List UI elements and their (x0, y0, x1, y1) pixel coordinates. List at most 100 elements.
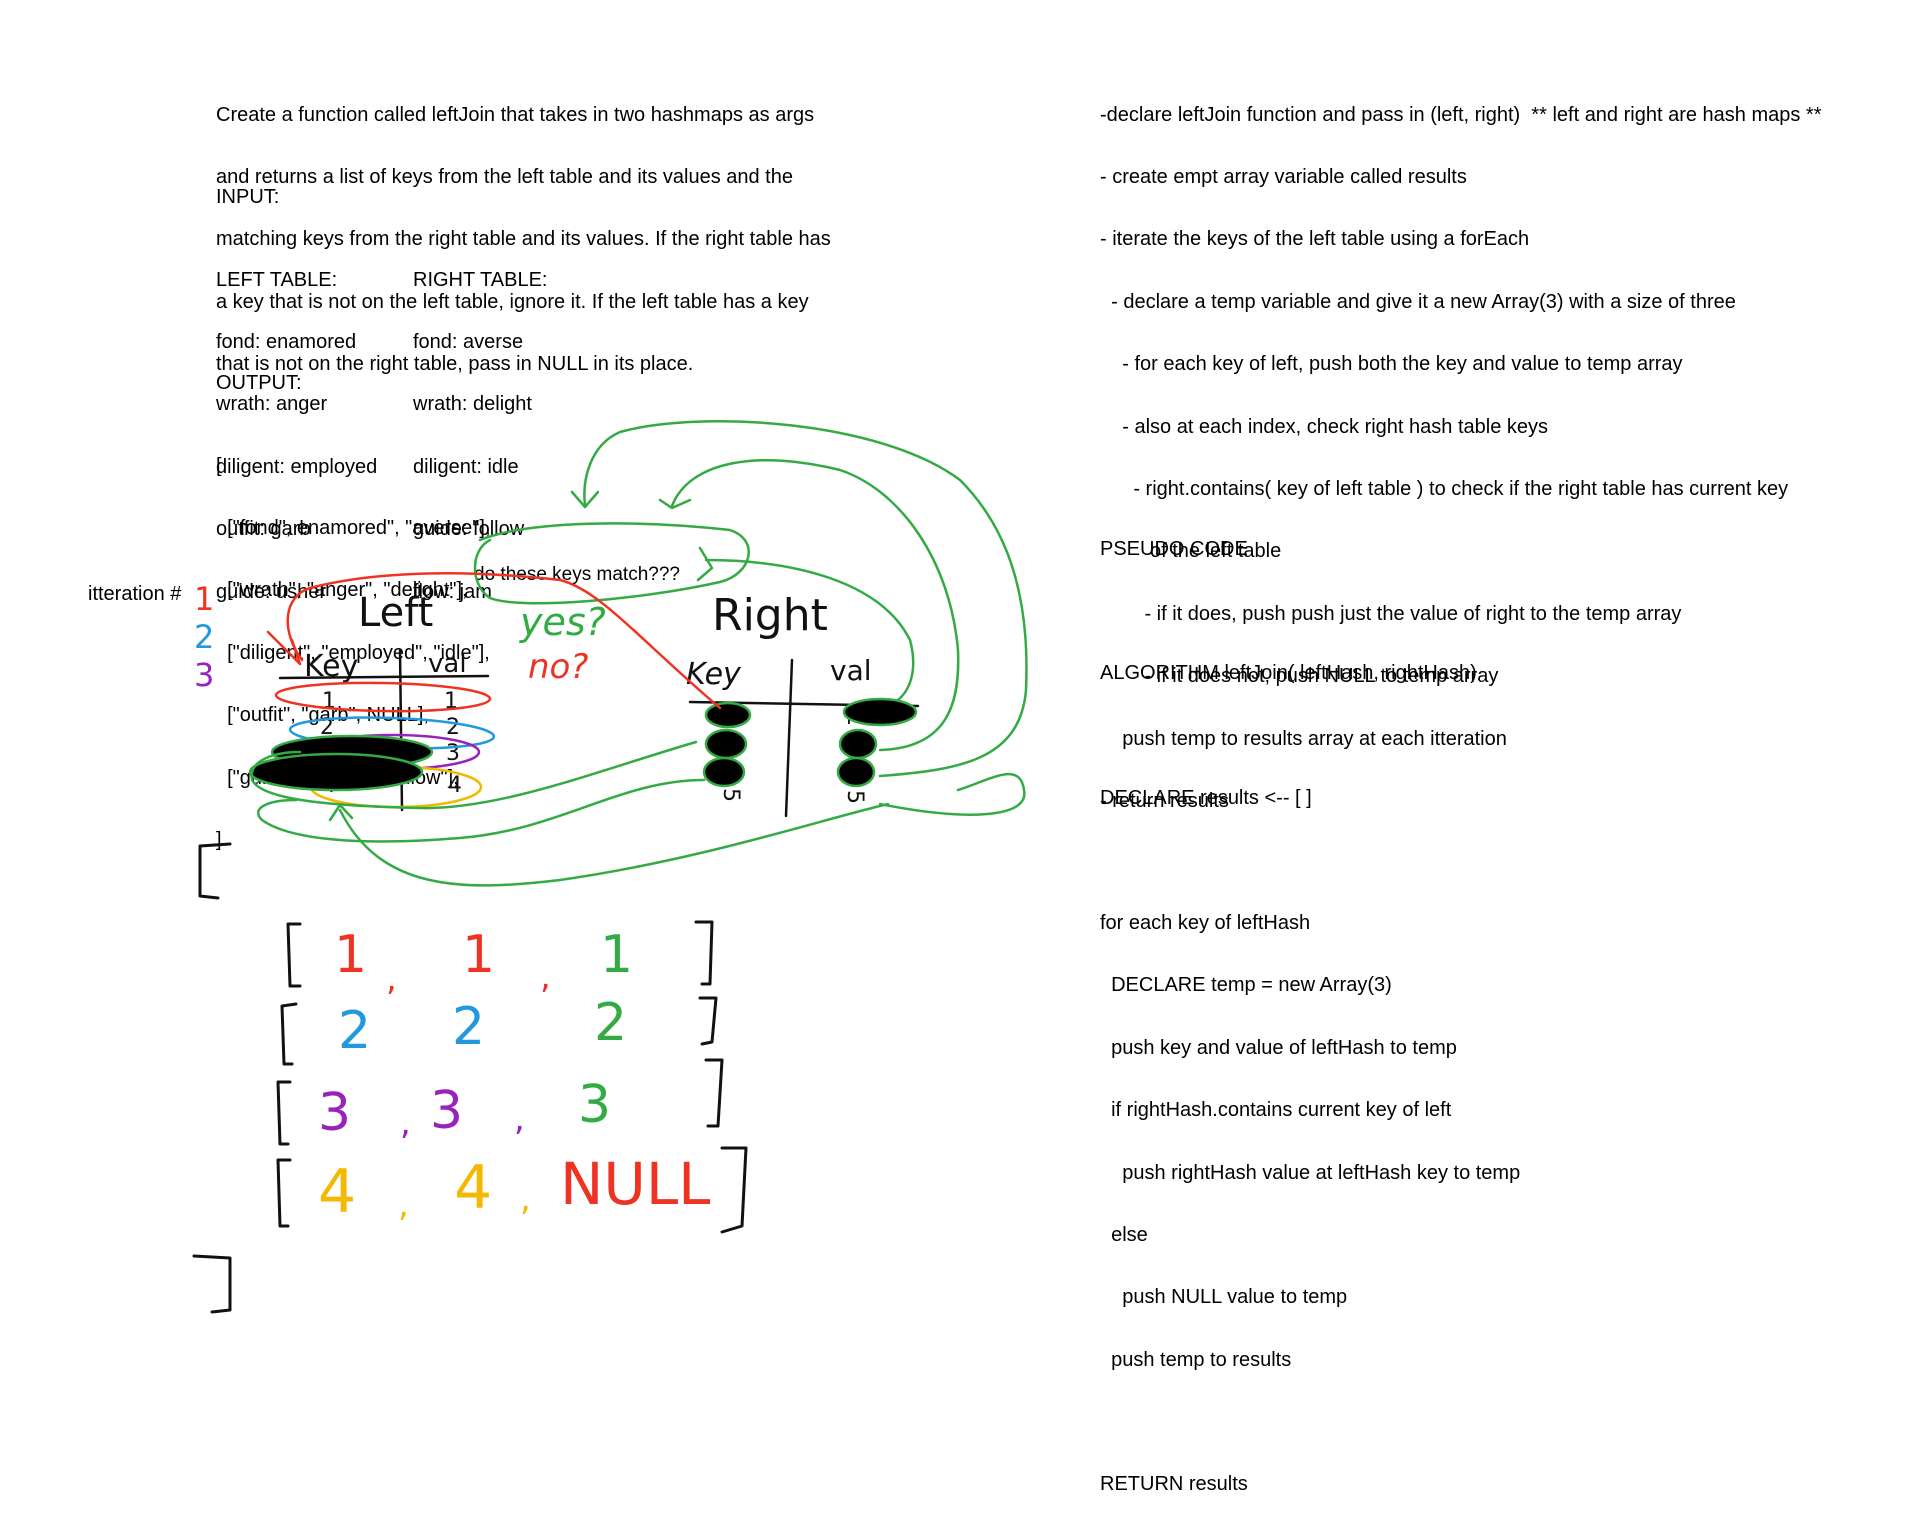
iteration-1-highlight (274, 681, 492, 713)
output-line: ["wrath", "anger", "delight"], (216, 579, 468, 602)
left-row-loop (248, 752, 424, 792)
result-row-1-right: 1 (600, 925, 633, 985)
result-row-4-val: 4 (454, 1153, 492, 1223)
result-row-2-key: 2 (338, 1001, 371, 1061)
approach-line: - if it does not, push NULL to temp arra… (1100, 665, 1499, 688)
approach-line: - declare a temp variable and give it a … (1100, 290, 1736, 313)
left-table-row: outfit: garb (216, 518, 311, 541)
row-4-open-bracket (276, 1158, 292, 1228)
row-2-close-bracket (698, 996, 718, 1046)
approach-line: - for each key of left, push both the ke… (1100, 353, 1683, 376)
iteration-label: itteration # (88, 583, 182, 605)
pseudocode-line: push key and value of leftHash to temp (1100, 1036, 1457, 1059)
approach-line: -declare leftJoin function and pass in (… (1100, 103, 1822, 126)
right-val-loop (838, 728, 878, 760)
result-comma: , (386, 959, 397, 999)
iteration-number-1: 1 (194, 580, 214, 618)
result-row-3-key: 3 (318, 1083, 351, 1143)
left-table-listing: LEFT TABLE: fond: enamored wrath: anger … (216, 228, 377, 623)
right-key-loop (704, 728, 748, 760)
no-match-path (266, 572, 722, 710)
result-comma: , (520, 1179, 531, 1219)
arc-to-top-arrowhead (570, 490, 600, 509)
row-4-close-bracket (720, 1146, 748, 1234)
outer-open-bracket (198, 842, 232, 900)
pseudocode-line: for each key of leftHash (1100, 911, 1311, 934)
statement-line: and returns a list of keys from the left… (216, 165, 793, 188)
output-line: ["fond", enamored", "averse"], (216, 516, 491, 539)
left-val-cell: 2 (446, 715, 460, 740)
result-matrix (192, 842, 748, 1314)
left-table-row: diligent: employed (216, 455, 378, 478)
approach-line: - right.contains( key of left table ) to… (1100, 477, 1789, 500)
result-comma: , (540, 957, 551, 997)
left-val-header: val (428, 649, 467, 679)
approach-line: - create empt array variable called resu… (1100, 165, 1467, 188)
statement-line: that is not on the right table, pass in … (216, 353, 694, 376)
pseudocode: PSEUDO CODE ALGORITHM leftJoin( leftHash… (1100, 497, 1520, 1516)
problem-statement: Create a function called leftJoin that t… (216, 63, 831, 396)
result-row-4-right: NULL (560, 1150, 710, 1218)
lower-loop-1 (250, 740, 698, 810)
lower-loop-arrowhead (328, 803, 354, 822)
result-row-2-right: 2 (594, 993, 627, 1053)
iteration-number-3: 3 (194, 656, 214, 694)
statement-line: Create a function called leftJoin that t… (216, 103, 815, 126)
left-table-row: fond: enamored (216, 330, 357, 353)
left-table-row: wrath: anger (216, 393, 328, 416)
result-row-3-val: 3 (430, 1081, 463, 1141)
arc-to-top (583, 420, 1028, 778)
left-key-header: Key (304, 649, 358, 684)
right-key-loop (704, 701, 752, 729)
match-arrows (248, 420, 1028, 887)
pseudocode-line: DECLARE results <-- [ ] (1100, 787, 1312, 810)
question-arrowhead (696, 546, 714, 582)
right-val-cell: 5 (842, 790, 867, 804)
output-line: [ (216, 454, 222, 477)
left-key-cell: 1 (322, 689, 336, 714)
right-val-loop (836, 756, 876, 788)
row-2-open-bracket (280, 1002, 298, 1066)
right-val-loop (842, 697, 918, 727)
row-1-close-bracket (694, 920, 714, 986)
left-key-cell: 2 (320, 715, 334, 740)
question-to-right (704, 558, 915, 702)
outer-close-bracket (192, 1254, 232, 1314)
approach-line: - if it does, push push just the value o… (1100, 602, 1682, 625)
pseudocode-line: ALGORITHM leftJoin( leftHash, rightHash) (1100, 662, 1477, 685)
keys-match-question: do these keys match??? (474, 564, 680, 585)
pseudocode-line: else (1100, 1223, 1148, 1246)
approach-line: - return results (1100, 789, 1229, 812)
row-3-close-bracket (704, 1058, 724, 1128)
pseudocode-line: if rightHash.contains current key of lef… (1100, 1099, 1452, 1122)
output-line: ] (216, 828, 222, 851)
right-val-header: val (830, 654, 872, 687)
output-label: OUTPUT: (216, 372, 302, 394)
left-val-cell: 4 (448, 773, 462, 798)
join-sketch: itteration # 1 2 3 do these keys match??… (88, 420, 1028, 1314)
input-label: INPUT: (216, 186, 280, 208)
pseudocode-line: DECLARE temp = new Array(3) (1100, 974, 1392, 997)
approach-line: push temp to results array at each itter… (1100, 727, 1507, 750)
right-table-row: flow: jam (413, 580, 492, 603)
iteration-number-2: 2 (194, 618, 214, 656)
result-row-1-key: 1 (334, 925, 367, 985)
pseudocode-line: push rightHash value at leftHash key to … (1100, 1161, 1521, 1184)
statement-line: a key that is not on the left table, ign… (216, 290, 809, 313)
right-key-cell: 5 (718, 788, 743, 802)
lower-loop-2 (257, 778, 706, 843)
right-table-row: fond: averse (413, 330, 524, 353)
result-row-3-right: 3 (578, 1075, 611, 1135)
approach-line: of the left table (1100, 540, 1282, 563)
result-row-1-val: 1 (462, 925, 495, 985)
arc-to-top-inner-arrowhead (658, 498, 692, 510)
approach-line: - iterate the keys of the left table usi… (1100, 228, 1530, 251)
right-table-title-handwritten: Right (712, 590, 828, 641)
row-3-open-bracket (276, 1080, 292, 1146)
question-loop (473, 522, 750, 605)
right-table-row: wrath: delight (413, 393, 532, 416)
result-comma: , (514, 1099, 525, 1139)
result-comma: , (398, 1185, 409, 1225)
row-1-open-bracket (286, 922, 302, 988)
right-key-loop (702, 756, 746, 788)
